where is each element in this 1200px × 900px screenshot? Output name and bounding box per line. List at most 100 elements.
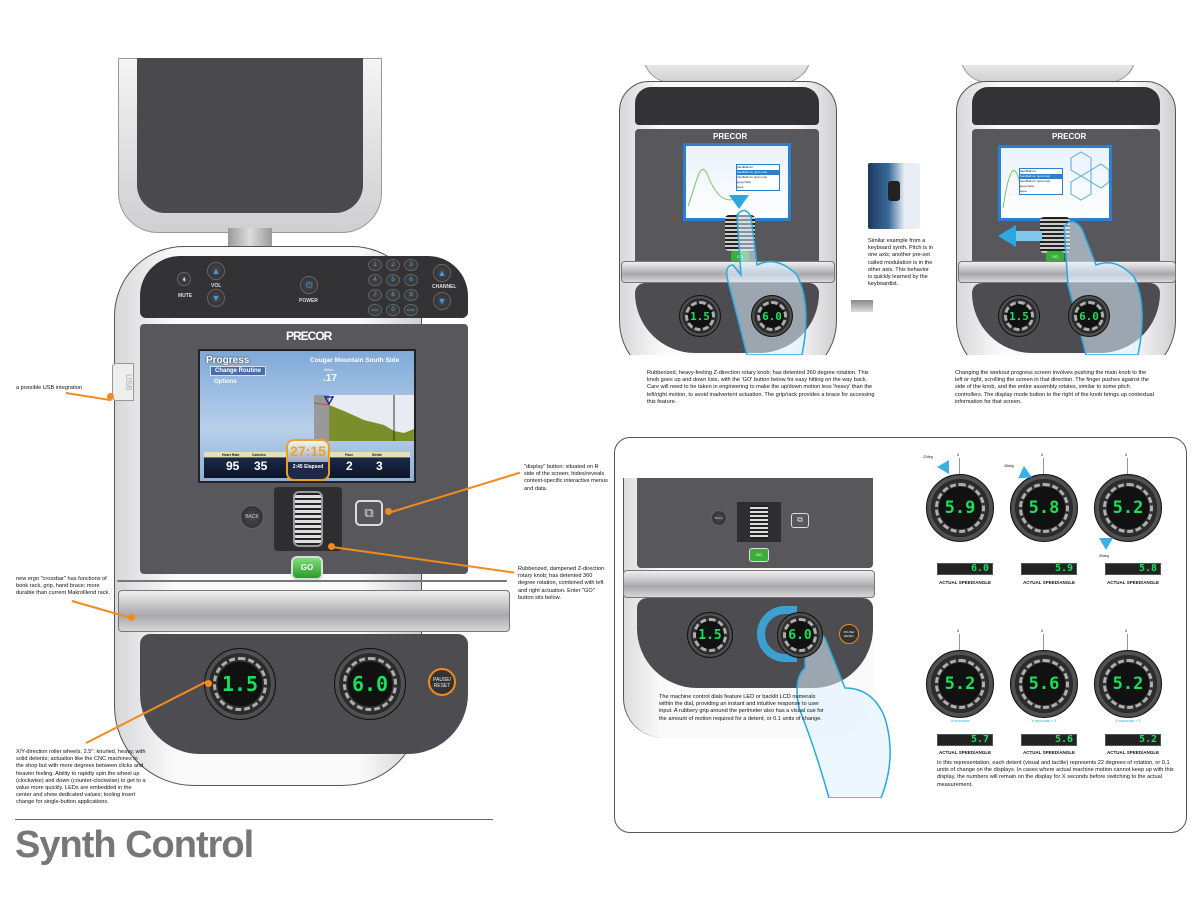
note-synth: Similar example from a keyboard synth. P… bbox=[868, 238, 933, 288]
zero-mark: 0 bbox=[1041, 628, 1044, 633]
miles-label: Miles bbox=[324, 367, 334, 372]
menu-change-routine[interactable]: Change Routine bbox=[210, 366, 266, 376]
demo-back-button[interactable]: BACK bbox=[711, 510, 727, 526]
mini-device-leftright: PRECOR handball.cm handball.cm (just now… bbox=[956, 65, 1184, 355]
hand-turning-icon bbox=[796, 631, 891, 798]
channel-label: CHANNEL bbox=[432, 284, 457, 290]
channel-down-button[interactable]: ▼ bbox=[433, 292, 451, 310]
right-roller-wheel[interactable]: 6.0 bbox=[334, 648, 406, 720]
mini-dial-left[interactable]: 1.5 bbox=[679, 295, 721, 337]
detent-dial[interactable]: 5.6 bbox=[1010, 650, 1078, 718]
demo-knob[interactable] bbox=[737, 502, 781, 542]
mute-button[interactable]: ◖ bbox=[177, 272, 191, 286]
actual-readout: 6.0 bbox=[937, 563, 993, 575]
workout-time: 27:15 bbox=[290, 443, 326, 459]
key-3[interactable]: 3 bbox=[404, 259, 418, 271]
stat-calories: 35 bbox=[254, 459, 268, 473]
crossbar[interactable] bbox=[117, 580, 507, 582]
detent-dial[interactable]: 5.2 bbox=[1094, 474, 1162, 542]
left-arrow-icon bbox=[998, 225, 1016, 247]
demo-dial-right[interactable]: 6.0 bbox=[777, 612, 823, 658]
key-6[interactable]: 6 bbox=[404, 274, 418, 286]
detent-dial[interactable]: 5.2 bbox=[926, 650, 994, 718]
crossbar-rack[interactable] bbox=[118, 590, 510, 632]
angle-label: 22deg bbox=[923, 455, 933, 459]
note-updown: Rubberized, heavy-feeling Z-direction ro… bbox=[647, 370, 875, 405]
hand-pushing-icon bbox=[1063, 220, 1143, 355]
demo-go-button[interactable]: GO bbox=[749, 548, 769, 562]
mini-list-item[interactable]: jpeg.crank bbox=[737, 180, 751, 184]
detent-dial[interactable]: 5.2 bbox=[1094, 650, 1162, 718]
key-2[interactable]: 2 bbox=[386, 259, 400, 271]
elapsed-time: 2:45 Elapsed bbox=[292, 464, 324, 470]
mini-list-item[interactable]: spee bbox=[1020, 189, 1027, 193]
key-7[interactable]: 7 bbox=[368, 289, 382, 301]
stat-label-heart-rate: Heart Rate bbox=[222, 453, 240, 457]
actual-label: ACTUAL SPEED/ANGLE bbox=[939, 750, 991, 755]
stat-heart-rate: 95 bbox=[226, 459, 240, 473]
actual-readout: 5.9 bbox=[1021, 563, 1077, 575]
key-enter[interactable]: ENTER bbox=[404, 304, 418, 316]
time-badge: 27:15 2:45 Elapsed bbox=[286, 439, 330, 481]
power-label: POWER bbox=[299, 298, 318, 304]
key-0[interactable]: 0 bbox=[386, 304, 400, 316]
mini-list-item[interactable]: handball.cm (just now) bbox=[1020, 179, 1051, 183]
go-button[interactable]: GO bbox=[291, 556, 323, 580]
mini-dial-right[interactable]: 6.0 bbox=[751, 295, 793, 337]
demo-pause-reset-button[interactable]: PAUSE/ RESET bbox=[839, 624, 859, 644]
monitor-screen bbox=[137, 58, 363, 213]
arrow-icon bbox=[937, 460, 949, 474]
channel-up-button[interactable]: ▲ bbox=[433, 264, 451, 282]
dial-panel bbox=[140, 634, 468, 754]
key-8[interactable]: 8 bbox=[386, 289, 400, 301]
usb-port[interactable]: USB bbox=[112, 363, 134, 401]
brand-logo: PRECOR bbox=[286, 329, 332, 343]
mini-list-item[interactable]: handball.cm (just now) bbox=[1020, 174, 1062, 179]
synth-photo bbox=[868, 163, 920, 229]
vol-up-button[interactable]: ▲ bbox=[207, 262, 225, 280]
note-usb: a possible USB integration bbox=[16, 385, 82, 391]
left-roller-wheel[interactable]: 1.5 bbox=[204, 648, 276, 720]
mini-dial-left[interactable]: 1.5 bbox=[998, 295, 1040, 337]
vol-down-button[interactable]: ▼ bbox=[207, 289, 225, 307]
miles-value: .17 bbox=[323, 373, 337, 384]
display-button-icon[interactable]: ⧉ bbox=[355, 500, 383, 526]
note-knob: Rubberized, dampened Z-direction rotary … bbox=[518, 566, 605, 601]
time-label: X seconds + 2 bbox=[1115, 718, 1141, 723]
mini-go-button[interactable]: GO bbox=[1046, 251, 1064, 263]
mini-list-item[interactable]: handball.cm (just now) bbox=[737, 175, 768, 179]
demo-dial-left[interactable]: 1.5 bbox=[687, 612, 733, 658]
mini-list-item[interactable]: jpeg.crank bbox=[1020, 184, 1034, 188]
main-scroll-knob[interactable] bbox=[274, 487, 342, 551]
stat-label-calories: Calories bbox=[252, 453, 266, 457]
actual-label: ACTUAL SPEED/ANGLE bbox=[1107, 580, 1159, 585]
mini-device-updown: PRECOR handball.cm handball.cm (just now… bbox=[617, 65, 839, 355]
synth-photo-detail bbox=[851, 300, 873, 312]
demo-display-button-icon[interactable]: ⧉ bbox=[791, 513, 809, 528]
mini-list-item[interactable]: handball.cm (just now) bbox=[737, 170, 779, 175]
mini-list-item[interactable]: handball.cm bbox=[737, 165, 754, 169]
screen-heading: Progress bbox=[206, 355, 250, 366]
detent-dial[interactable]: 5.9 bbox=[926, 474, 994, 542]
pause-reset-button[interactable]: PAUSE/ RESET bbox=[428, 668, 456, 696]
power-button[interactable]: ⏻ bbox=[300, 276, 318, 294]
note-dials: The machine control dials feature LED or… bbox=[659, 694, 824, 722]
mini-dial-right[interactable]: 6.0 bbox=[1068, 295, 1110, 337]
route-name: Cougar Mountain South Side bbox=[310, 357, 400, 364]
back-button[interactable]: BACK bbox=[240, 505, 264, 529]
menu-options[interactable]: Options bbox=[214, 379, 237, 385]
key-1[interactable]: 1 bbox=[368, 259, 382, 271]
mini-list-item[interactable]: handball.cm bbox=[1020, 169, 1037, 173]
actual-label: ACTUAL SPEED/ANGLE bbox=[1107, 750, 1159, 755]
mini-screen: handball.cm handball.cm (just now) handb… bbox=[998, 145, 1112, 221]
key-clear[interactable]: CLEAR bbox=[368, 304, 382, 316]
key-9[interactable]: 9 bbox=[404, 289, 418, 301]
key-4[interactable]: 4 bbox=[368, 274, 382, 286]
rotate-arrow-icon bbox=[757, 606, 797, 662]
keypad: 1 2 3 4 5 6 7 8 9 CLEAR 0 ENTER bbox=[368, 259, 428, 316]
mini-list-item[interactable]: spee bbox=[737, 185, 744, 189]
detent-dial[interactable]: 5.8 bbox=[1010, 474, 1078, 542]
key-5[interactable]: 5 bbox=[386, 274, 400, 286]
arrow-icon bbox=[1099, 538, 1113, 550]
actual-readout: 5.8 bbox=[1105, 563, 1161, 575]
